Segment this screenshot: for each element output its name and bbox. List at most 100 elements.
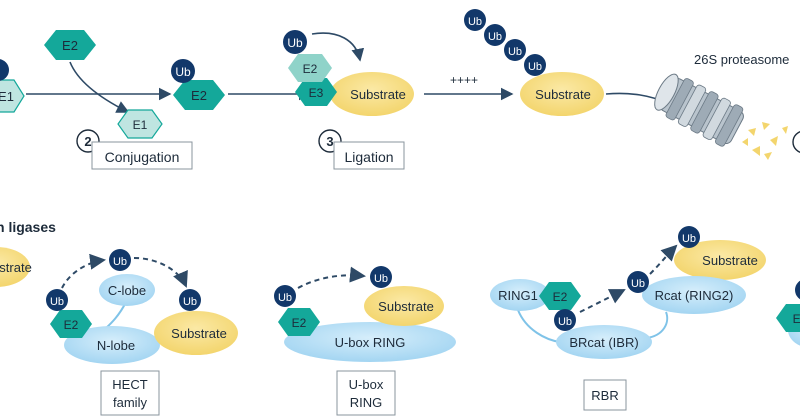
rbr-caption: RBR (591, 388, 618, 403)
polyub-ub-3-label: Ub (508, 46, 522, 58)
polyub-ub-4-label: Ub (528, 61, 542, 73)
polyub-ub-2 (484, 24, 506, 46)
hect-e2-hexagon (50, 310, 92, 338)
e2-lig-hexagon (288, 54, 332, 82)
polyub-substrate: Substrate Ub Ub Ub Ub (464, 9, 604, 116)
hect-clobe-label: C-lobe (108, 283, 146, 298)
rbr-rcat-label: Rcat (RING2) (655, 288, 734, 303)
polyub-ub-1 (464, 9, 486, 31)
substrate-lig-ellipse (330, 72, 414, 116)
hect-caption-line1: HECT (112, 377, 147, 392)
rbr-ub-top-circle (678, 226, 700, 248)
peptide-fragments-icon (742, 122, 788, 160)
ub-left-partial-circle (0, 59, 9, 81)
polyub-ub-1-label: Ub (468, 16, 482, 28)
ubox-substrate-ellipse (364, 286, 444, 326)
ub-transfer-arrow (311, 32, 365, 62)
hect-ub-left-circle (46, 289, 68, 311)
hect-ub-right-circle (179, 289, 201, 311)
ub-conj-circle (171, 59, 195, 83)
e2-conj-label: E2 (191, 88, 207, 103)
rbr-ub-mid-circle (627, 271, 649, 293)
rbr-ub-top-label: Ub (682, 233, 696, 245)
rbr-substrate-label: Substrate (702, 253, 758, 268)
rbr-caption-box (583, 379, 627, 411)
plus-text: ++++ (450, 73, 478, 87)
polyub-ub-2-label: Ub (488, 31, 502, 43)
step2-label: Conjugation (105, 149, 180, 165)
e1-released-label: E1 (133, 118, 148, 132)
step3-label: Ligation (344, 149, 393, 165)
ubox-ring-diagram: U-box RING Substrate E2 Ub Ub (274, 266, 456, 362)
hect-substrate-label: Substrate (171, 326, 227, 341)
ubox-e2-label: E2 (292, 316, 307, 330)
e2-join-arrow (69, 61, 130, 113)
substrate-lig-label: Substrate (350, 87, 406, 102)
section-title: n ligases (0, 219, 56, 235)
hect-ub-upper-label: Ub (113, 256, 127, 268)
ubox-substrate-label: Substrate (378, 299, 434, 314)
step4-number-circle-partial (792, 131, 800, 153)
ubox-ub-left-circle (274, 285, 296, 307)
ubox-caption-line1: U-box (349, 377, 384, 392)
ubox-caption-line2: RING (350, 395, 383, 410)
hect-substrate-ellipse (154, 311, 238, 355)
rbr-ring1-label: RING1 (498, 288, 538, 303)
rbr-ub-transfer-arrow-2 (649, 244, 678, 275)
ubox-ring-label: U-box RING (335, 335, 406, 350)
ubox-ring-ellipse (284, 322, 456, 362)
proteasome-icon (654, 73, 744, 147)
e3-lig-label: E3 (309, 86, 324, 100)
ub-conj-label: Ub (175, 65, 191, 79)
e2-lig-label: E2 (303, 62, 318, 76)
ubox-ub-transfer-arrow (297, 266, 366, 289)
right-partial-ub-circle (795, 280, 800, 300)
rbr-ub-bottom-circle (554, 309, 576, 331)
rbr-e2-hexagon (539, 282, 581, 310)
polyub-ub-3 (504, 39, 526, 61)
step3-number: 3 (326, 134, 333, 149)
ubox-ub-left-label: Ub (278, 292, 292, 304)
e1-released-hexagon: E1 (117, 109, 163, 139)
step2-label-box (91, 141, 193, 170)
hect-nlobe-label: N-lobe (97, 338, 135, 353)
right-partial-e2-label: E2 (793, 312, 800, 326)
hect-ub-left-label: Ub (50, 296, 64, 308)
e2-free-hexagon: E2 (44, 30, 96, 60)
e3-lig-hexagon (295, 78, 337, 106)
rbr-substrate-ellipse (674, 240, 766, 280)
hect-caption-line2: family (113, 395, 147, 410)
rbr-ub-bottom-label: Ub (558, 316, 572, 328)
hect-e2-label: E2 (64, 318, 79, 332)
ubox-caption-box (336, 370, 396, 416)
rbr-rcat-ellipse (642, 276, 746, 314)
substrate-polyub-ellipse (520, 72, 604, 116)
hect-caption-box (100, 370, 160, 416)
hect-ub-right-label: Ub (183, 296, 197, 308)
rbr-ub-mid-label: Ub (631, 278, 645, 290)
hect-ub-upper-circle (109, 249, 131, 271)
right-partial-e2-hexagon (776, 304, 800, 332)
rbr-diagram: Substrate RING1 Rcat (RING2) BRcat (IBR)… (490, 226, 766, 359)
substrate-polyub-label: Substrate (535, 87, 591, 102)
left-partial-substrate-label: Substrate (0, 260, 32, 275)
ligation-complex: Substrate E3 E2 Ub (283, 30, 414, 116)
rbr-ring1-ellipse (490, 279, 550, 311)
hect-family-diagram: N-lobe C-lobe Substrate E2 Ub Ub Ub (46, 249, 238, 364)
ub-lig-label: Ub (287, 36, 303, 50)
e1-left-label: E1 (0, 89, 14, 104)
ub-e2-conjugate: E2 Ub (171, 59, 225, 110)
ub-lig-circle (283, 30, 307, 54)
hect-nlobe-ellipse (64, 326, 160, 364)
step2-number: 2 (84, 134, 91, 149)
proteasome-label: 26S proteasome (694, 52, 789, 67)
rbr-ub-transfer-arrow-1 (579, 289, 626, 313)
hect-ub-transfer-arrow-2 (133, 257, 188, 288)
rbr-brcat-label: BRcat (IBR) (569, 335, 638, 350)
polyub-ub-4 (524, 54, 546, 76)
e2-free-label: E2 (62, 38, 78, 53)
step3-label-box (333, 141, 405, 170)
e1-left-hexagon: E1 (0, 79, 25, 113)
rbr-brcat-ellipse (556, 325, 652, 359)
